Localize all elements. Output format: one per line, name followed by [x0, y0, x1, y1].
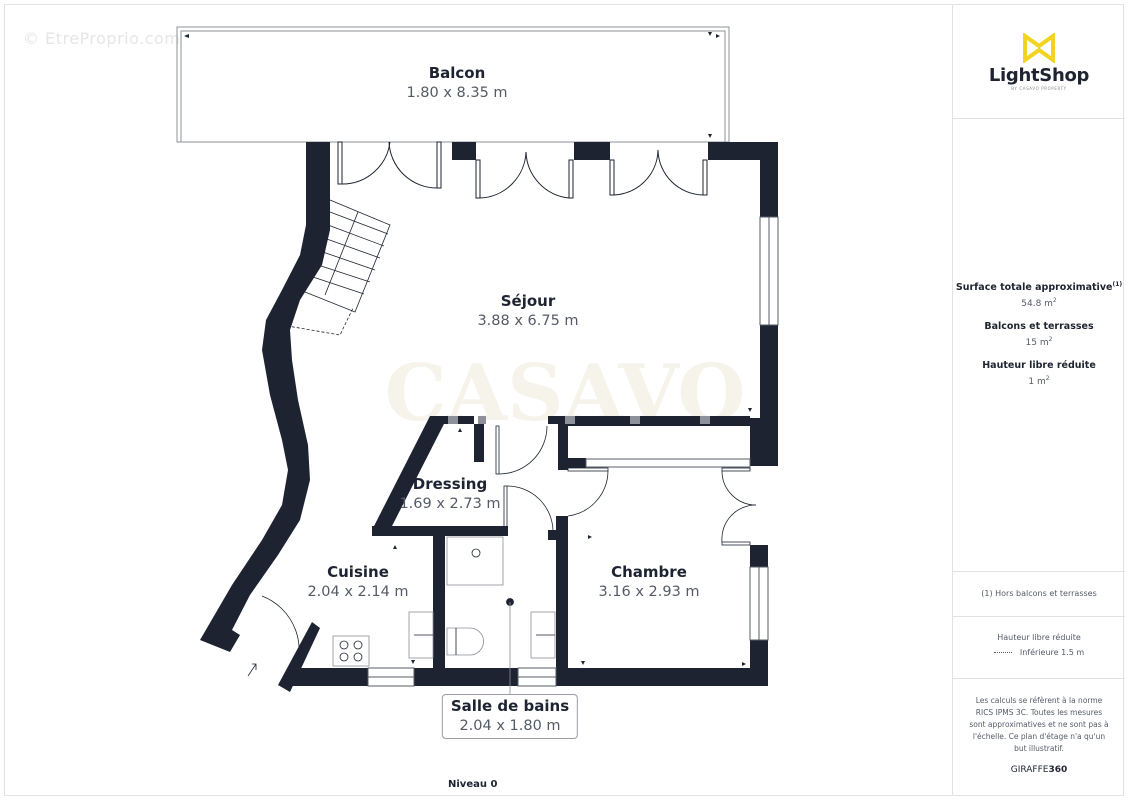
bowtie-logo-icon [1023, 33, 1055, 63]
room-dimensions: 3.16 x 2.93 m [598, 584, 700, 600]
room-dimensions: 3.88 x 6.75 m [477, 313, 579, 329]
stat-balconies: Balcons et terrasses 15 m2 [953, 321, 1125, 348]
stats-section: Surface totale approximative(1) 54.8 m2 … [953, 119, 1125, 572]
room-dimensions: 1.80 x 8.35 m [406, 85, 508, 101]
stat-total-surface: Surface totale approximative(1) 54.8 m2 [955, 281, 1123, 310]
stat-value: 54.8 m [1021, 299, 1053, 310]
dotted-line-icon [993, 652, 1012, 653]
footnote-section: (1) Hors balcons et terrasses [953, 572, 1125, 617]
low-height-hatching [448, 416, 710, 424]
bathroom-fixtures [446, 536, 556, 694]
walls [200, 142, 778, 692]
room-name: Salle de bains [450, 697, 570, 715]
dimension-markers [184, 32, 752, 666]
stat-title: Balcons et terrasses [984, 321, 1094, 333]
footnote-marker: (1) [1112, 281, 1123, 288]
stat-value: 15 m [1025, 338, 1049, 349]
footnote-text: (1) Hors balcons et terrasses [981, 589, 1097, 598]
disclaimer-text: Les calculs se réfèrent à la norme RICS … [969, 696, 1109, 753]
room-name: Dressing [412, 475, 488, 493]
page-frame [4, 4, 1124, 796]
room-label-cuisine: Cuisine 2.04 x 2.14 m [307, 562, 408, 602]
stat-reduced-height: Hauteur libre réduite 1 m2 [953, 360, 1125, 387]
logo-subtitle: BY CASAVO PROPERTY [1011, 86, 1067, 91]
info-sidebar: LightShop BY CASAVO PROPERTY Surface tot… [952, 5, 1125, 795]
stat-title: Hauteur libre réduite [982, 360, 1096, 372]
balcony-doors [337, 141, 708, 199]
room-label-balcon: Balcon 1.80 x 8.35 m [406, 63, 507, 103]
room-label-sejour: Séjour 3.88 x 6.75 m [477, 291, 578, 331]
brand-giraffe360: GIRAFFE360 [1010, 765, 1068, 775]
logo-section: LightShop BY CASAVO PROPERTY [953, 5, 1125, 119]
room-name: Séjour [500, 292, 556, 310]
site-watermark: © EtreProprio.com [23, 29, 181, 48]
disclaimer-section: Les calculs se réfèrent à la norme RICS … [953, 679, 1125, 795]
room-name: Chambre [611, 563, 687, 581]
stat-title: Surface totale approximative [955, 282, 1113, 294]
room-label-dressing: Dressing 1.69 x 2.73 m [399, 474, 500, 514]
room-label-salle-de-bains: Salle de bains 2.04 x 1.80 m [441, 694, 579, 739]
windows [367, 216, 779, 687]
interior-doors [218, 425, 757, 679]
room-dimensions: 2.04 x 1.80 m [459, 718, 561, 734]
legend-section: Hauteur libre réduite Inférieure 1.5 m [953, 617, 1125, 679]
kitchen-fixtures [332, 611, 434, 667]
room-label-chambre: Chambre 3.16 x 2.93 m [598, 562, 699, 602]
floor-plan-drawing: CASAVO [176, 26, 779, 694]
staircase [281, 199, 391, 336]
room-dimensions: 1.69 x 2.73 m [399, 496, 501, 512]
floor-plan: © EtreProprio.com CASAVO [5, 5, 951, 795]
room-name: Balcon [428, 64, 486, 82]
level-label: Niveau 0 [448, 779, 498, 790]
room-dimensions: 2.04 x 2.14 m [307, 584, 409, 600]
stat-value: 1 m [1028, 377, 1046, 388]
legend-title: Hauteur libre réduite [997, 633, 1081, 642]
logo-text: LightShop [988, 65, 1090, 86]
legend-item: Inférieure 1.5 m [1019, 648, 1085, 657]
room-name: Cuisine [327, 563, 389, 581]
